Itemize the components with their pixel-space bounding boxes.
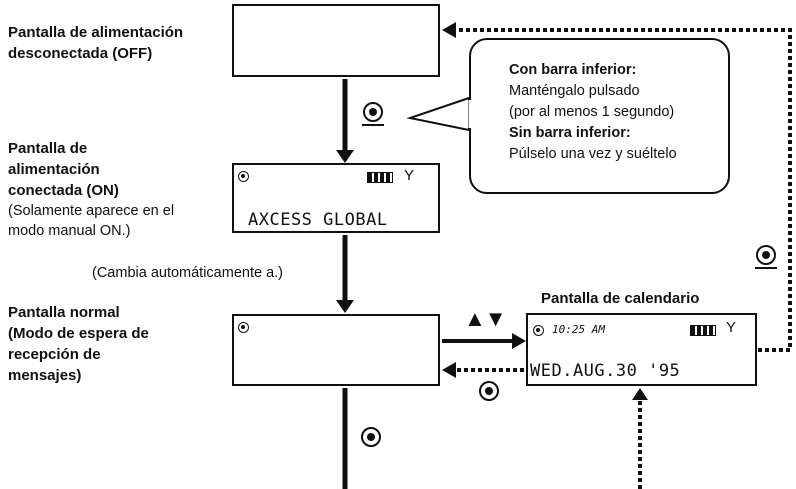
- off-screen-label: Pantalla de alimentación desconectada (O…: [8, 22, 183, 64]
- callout-content: Con barra inferior: Manténgalo pulsado (…: [509, 60, 677, 165]
- on-screen-label-line3: conectada (ON): [8, 182, 119, 199]
- calendar-to-off-dotted-loop: [456, 28, 792, 352]
- normal-screen-label-line2: (Modo de espera de: [8, 325, 149, 342]
- record-dot-icon: [238, 322, 249, 333]
- on-screen-note-line2: modo manual ON.): [8, 223, 131, 239]
- on-screen-display: Y AXCESS GLOBAL: [232, 163, 440, 233]
- on-screen-label-line1: Pantalla de: [8, 140, 88, 157]
- normal-screen-label-line4: mensajes): [8, 367, 82, 384]
- button-icon-bottom: [361, 427, 381, 447]
- calendar-date: WED.AUG.30 '95: [530, 361, 681, 381]
- on-screen-label: Pantalla de alimentación conectada (ON) …: [8, 138, 174, 241]
- record-dot-icon: [533, 325, 544, 336]
- button-icon-right: [755, 245, 777, 269]
- calendar-time: 10:25 AM: [552, 323, 605, 336]
- off-screen-label-line2: desconectada (OFF): [8, 45, 153, 62]
- battery-icon: [367, 172, 393, 183]
- without-bar-title: Sin barra inferior:: [509, 125, 631, 141]
- auto-change-label: (Cambia automáticamente a.): [92, 265, 283, 281]
- off-screen-display: [232, 4, 440, 77]
- calendar-title: Pantalla de calendario: [541, 290, 700, 307]
- callout-bubble: [469, 38, 730, 194]
- on-screen-label-line2: alimentación: [8, 161, 100, 178]
- antenna-icon: Y: [726, 319, 737, 336]
- normal-screen-label-line1: Pantalla normal: [8, 304, 120, 321]
- record-dot-icon: [238, 171, 249, 182]
- without-bar-text: Púlselo una vez y suéltelo: [509, 146, 677, 162]
- with-bar-text-1: Manténgalo pulsado: [509, 83, 640, 99]
- off-screen-label-line1: Pantalla de alimentación: [8, 24, 184, 41]
- callout-pointer: [406, 96, 470, 132]
- on-screen-note-line1: (Solamente aparece en el: [8, 203, 175, 219]
- button-icon-off-on: [362, 102, 384, 126]
- battery-icon: [690, 325, 716, 336]
- with-bar-text-2: (por al menos 1 segundo): [509, 104, 675, 120]
- normal-screen-label-line3: recepción de: [8, 346, 101, 363]
- normal-screen-display: [232, 314, 440, 386]
- with-bar-title: Con barra inferior:: [509, 62, 637, 78]
- button-icon-calendar-return: [479, 381, 499, 401]
- arrow-keys-label: ▲▼: [464, 306, 507, 331]
- on-display-text: AXCESS GLOBAL: [248, 210, 388, 230]
- normal-screen-label: Pantalla normal (Modo de espera de recep…: [8, 302, 149, 386]
- calendar-screen-display: 10:25 AM Y WED.AUG.30 '95: [526, 313, 757, 386]
- antenna-icon: Y: [404, 167, 415, 184]
